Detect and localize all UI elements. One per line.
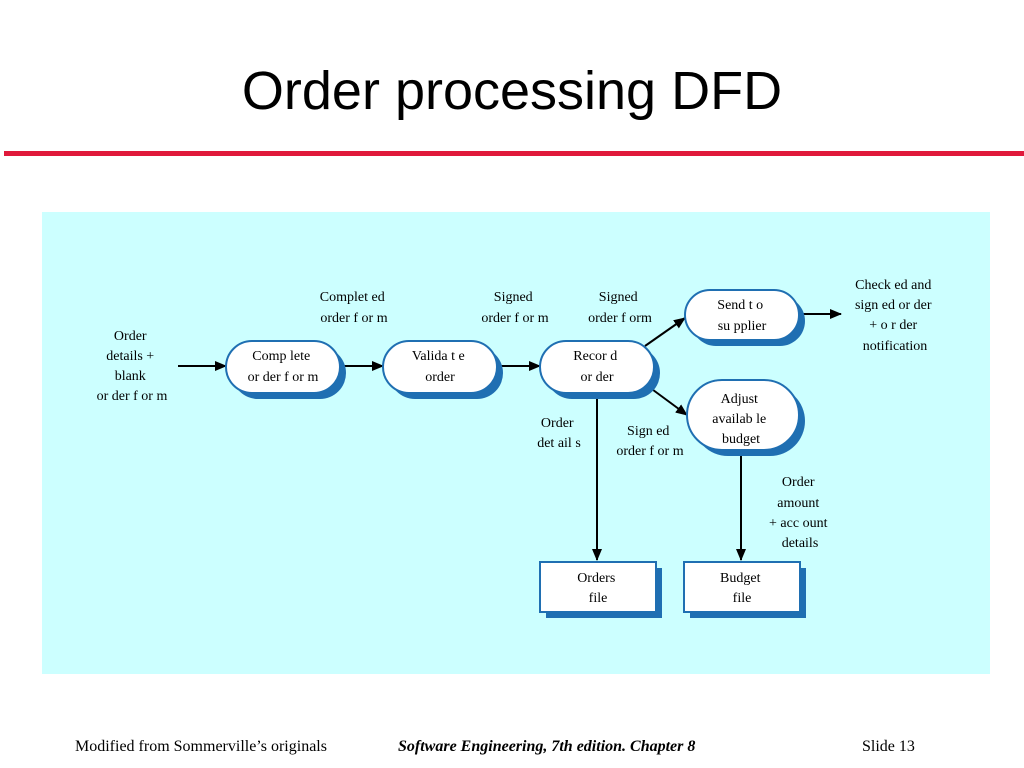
svg-text:Orders file: Orders file — [577, 571, 619, 606]
process-validate-line2: order — [425, 370, 455, 385]
label-checked-signed-order: Check ed and sign ed or der + o r der no… — [855, 278, 935, 354]
process-validate-line1: Valida t e — [412, 349, 465, 364]
store-orders-file: Orders file — [539, 561, 662, 618]
label-completed-order-form: Complet ed order f or m — [320, 290, 388, 326]
svg-text:Valida t e order: Valida t e order — [412, 349, 468, 385]
label-input-order-details: Order details + blank or der f or m — [97, 329, 168, 404]
svg-text:Budget file: Budget file — [720, 571, 764, 606]
process-record-line2: or der — [580, 370, 613, 385]
label-signed-order-form-1: Signed order f or m — [481, 290, 548, 326]
label-order-details: Order det ail s — [537, 416, 581, 451]
store-budget-line2: file — [733, 591, 752, 606]
footer-slide-number: Slide 13 — [862, 738, 915, 755]
process-complete-line2: or der f or m — [248, 370, 319, 385]
process-send-line2: su pplier — [718, 319, 767, 334]
process-adjust-line2: availab le — [712, 412, 766, 427]
process-adjust-line1: Adjust — [721, 392, 758, 407]
process-adjust-line3: budget — [722, 432, 760, 447]
process-record-line1: Recor d — [573, 349, 617, 364]
slide-title: Order processing DFD — [241, 61, 783, 121]
process-send-line1: Send t o — [717, 298, 763, 313]
process-complete-line1: Comp lete — [252, 349, 310, 364]
label-order-amount-account: Order amount + acc ount details — [769, 475, 831, 551]
diagram-background — [42, 212, 990, 674]
process-validate-order: Valida t e order — [382, 340, 503, 399]
svg-text:Adjust availab le: Adjust availab le budget — [712, 392, 770, 447]
store-budget-file: Budget file — [683, 561, 806, 618]
flow-arrows — [178, 309, 842, 561]
footer-attribution: Modified from Sommerville’s originals — [75, 738, 327, 755]
svg-text:Recor d or der: Recor d or der — [573, 349, 620, 385]
store-orders-line1: Orders — [577, 571, 615, 586]
footer-book-title: Software Engineering, 7th edition. Chapt… — [398, 738, 696, 755]
process-record-order: Recor d or der — [539, 340, 660, 399]
svg-text:Send t o su pplier: Send t o su pplier — [717, 298, 766, 334]
process-adjust-available-budget: Adjust availab le budget — [686, 379, 805, 456]
svg-text:Comp lete or der f or m: Comp lete or der f or m — [248, 349, 319, 385]
arrow-record-to-send — [644, 317, 686, 347]
process-complete-order-form: Comp lete or der f or m — [225, 340, 346, 399]
title-divider — [4, 151, 1024, 156]
process-send-to-supplier: Send t o su pplier — [684, 289, 805, 346]
label-signed-order-form-3: Sign ed order f or m — [616, 424, 683, 459]
label-signed-order-form-2: Signed order f orm — [588, 290, 652, 326]
store-budget-line1: Budget — [720, 571, 761, 586]
store-orders-line2: file — [589, 591, 608, 606]
